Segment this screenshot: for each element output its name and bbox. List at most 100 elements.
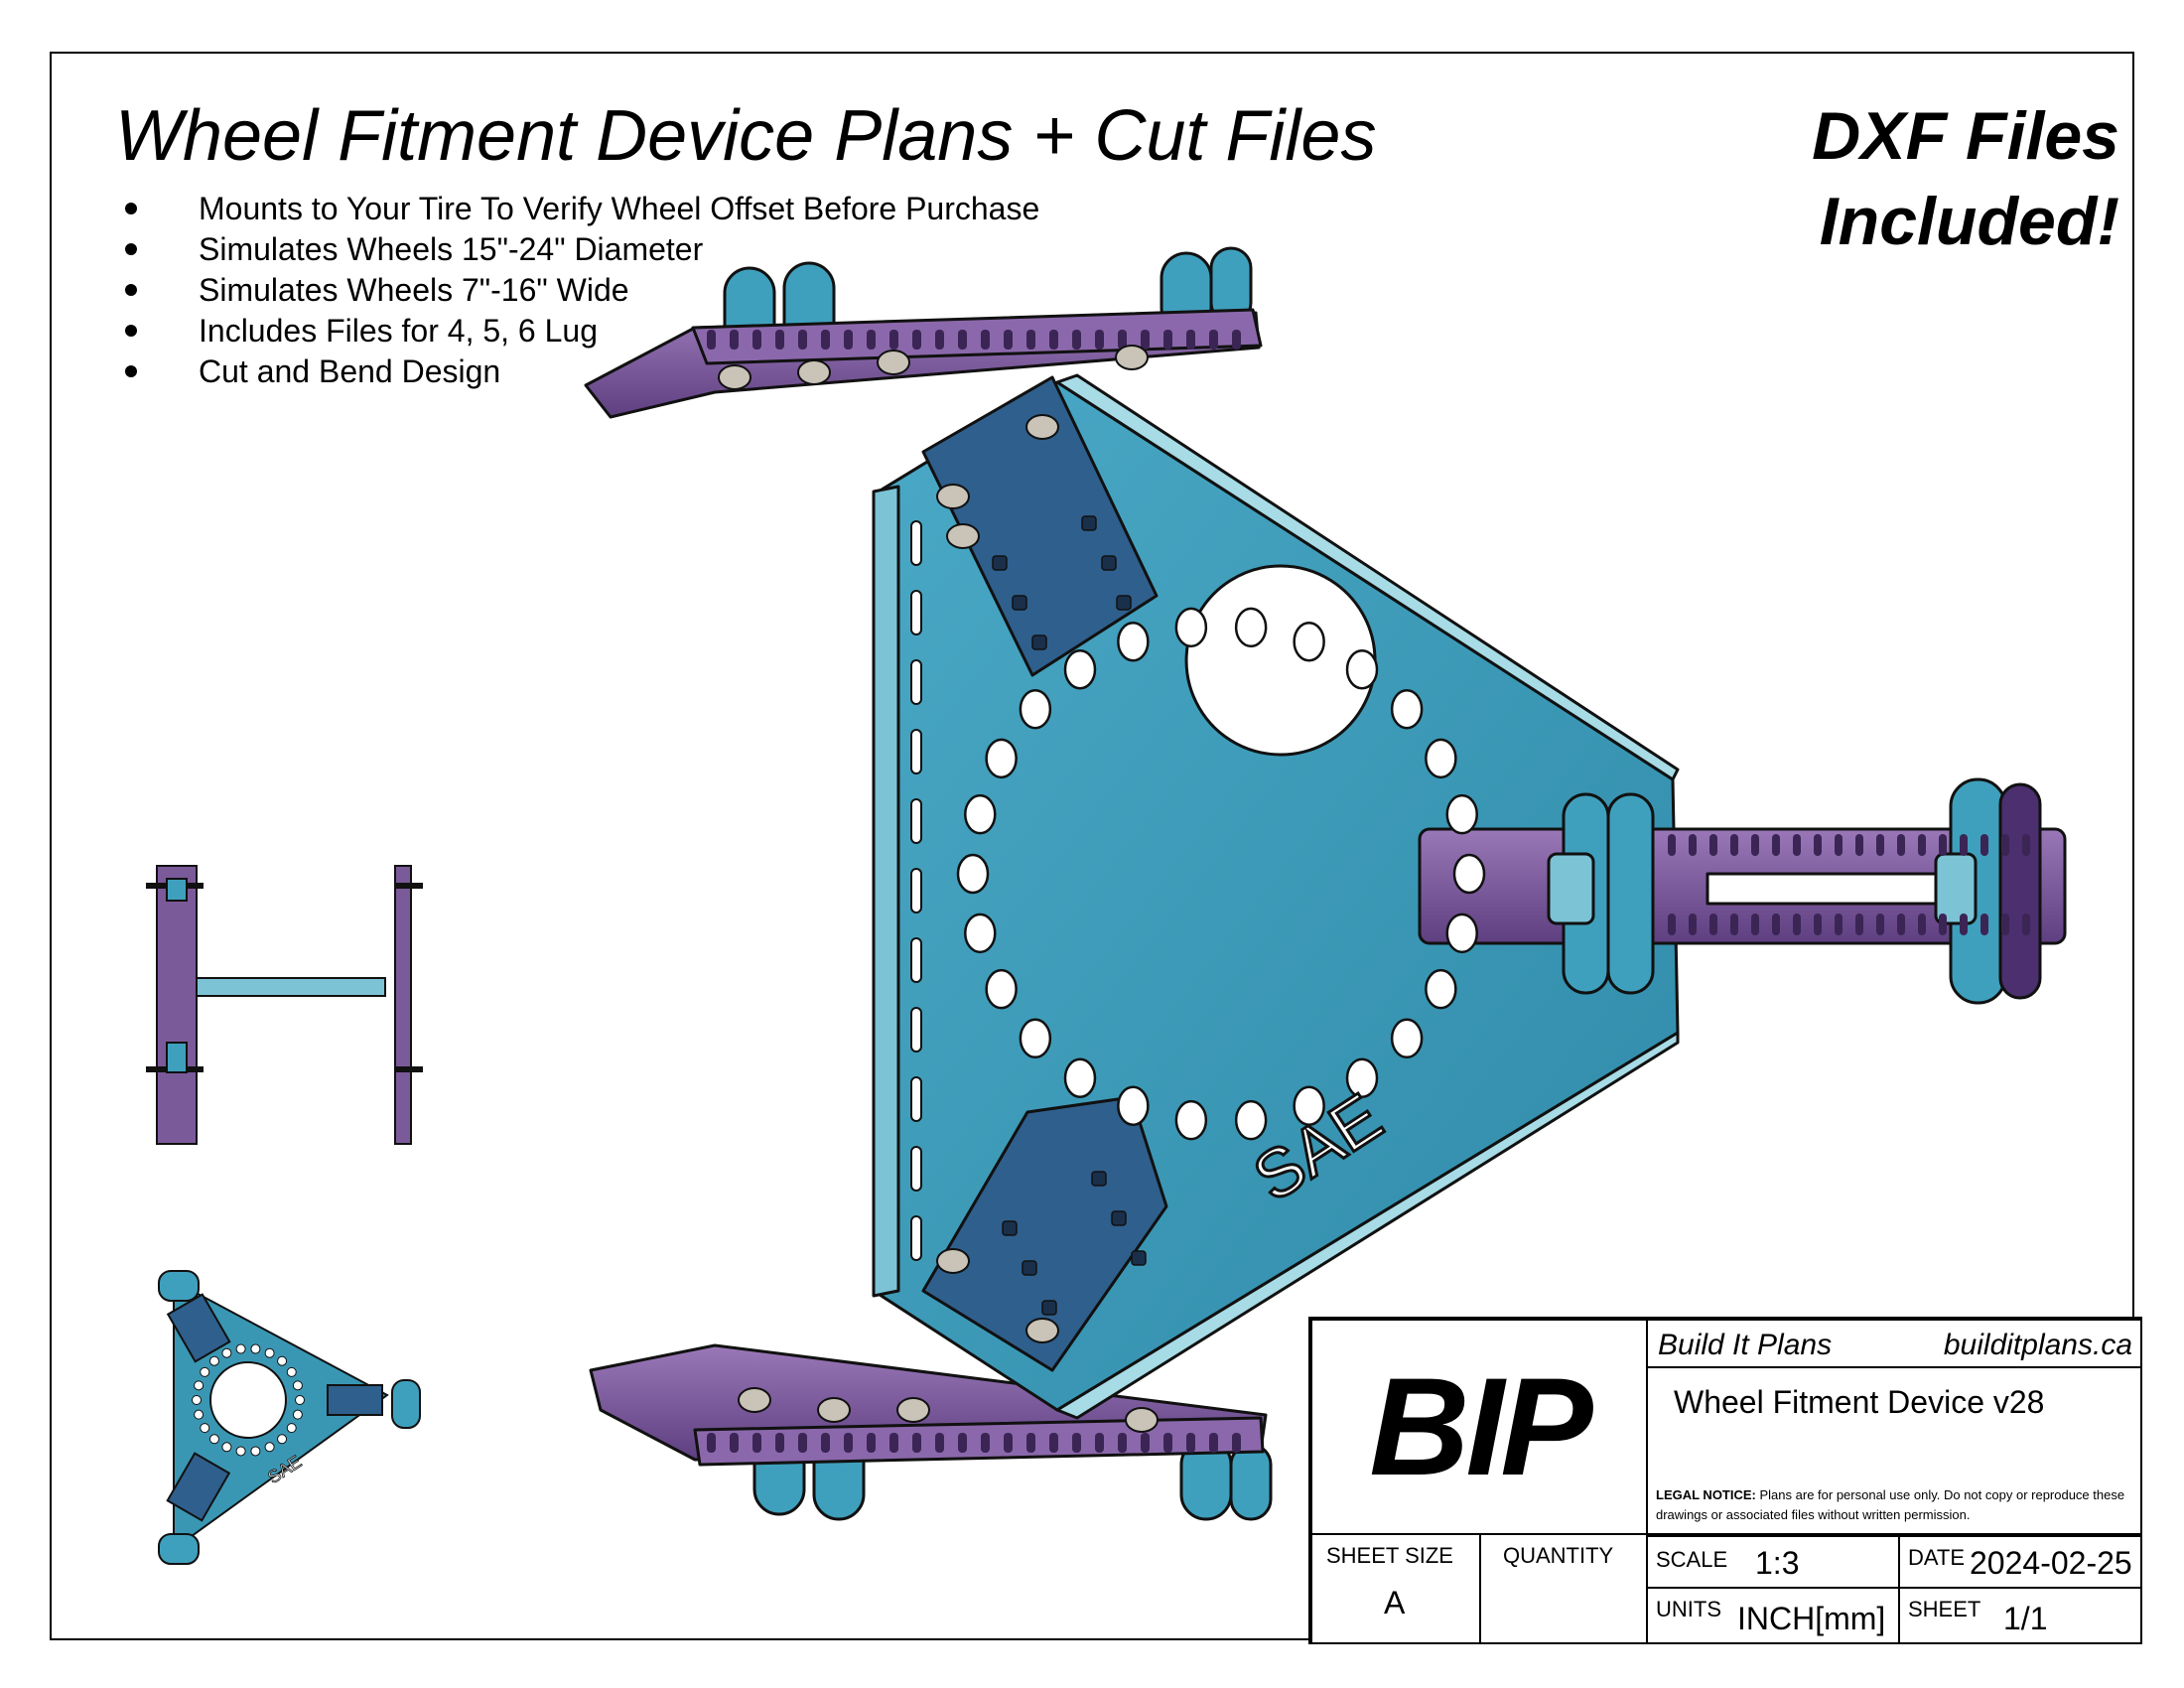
arm-tooth: [1855, 914, 1863, 935]
bracket-slot: [1091, 1171, 1107, 1187]
arm-tooth: [1026, 330, 1035, 350]
arm-tooth: [775, 1433, 784, 1453]
bolt-hole: [292, 1409, 303, 1420]
bolt-hole: [1063, 649, 1097, 690]
arm-tooth: [935, 1433, 944, 1453]
bolt-hole: [250, 1343, 261, 1354]
company-cell: Build It Plans builditplans.ca: [1646, 1319, 2142, 1368]
arm-tooth: [1668, 834, 1676, 856]
arm-tooth: [1960, 914, 1968, 935]
units-cell: UNITS INCH[mm]: [1646, 1587, 1900, 1644]
bolt-hole: [1234, 607, 1268, 648]
bolt-hole: [1174, 607, 1208, 648]
arm-tooth: [1072, 1433, 1081, 1453]
arm-tooth: [707, 330, 716, 350]
arm-tooth: [867, 330, 876, 350]
arm-teeth: [707, 330, 2030, 1453]
feature-item: Includes Files for 4, 5, 6 Lug: [115, 311, 1039, 352]
arm-tooth: [1939, 834, 1947, 856]
arm-tooth: [981, 1433, 990, 1453]
dxf-callout-line1: DXF Files: [1812, 98, 2119, 174]
arm-tooth: [1960, 834, 1968, 856]
arm-tooth: [752, 330, 761, 350]
arm-tooth: [1049, 330, 1058, 350]
drawing-title-cell: Wheel Fitment Device v28 LEGAL NOTICE: P…: [1646, 1366, 2142, 1537]
wing-nut-icon: [738, 1387, 771, 1413]
bolt-hole: [1452, 853, 1486, 895]
arm-tooth: [730, 1433, 739, 1453]
wing-nut-icon: [936, 484, 970, 509]
bolt-hole: [985, 968, 1018, 1010]
top-view: [158, 1270, 421, 1565]
bracket-slots: [992, 515, 1147, 1316]
date-cell: DATE 2024-02-25: [1898, 1533, 2142, 1589]
arm-tooth: [1186, 1433, 1195, 1453]
flange-slot: [910, 798, 922, 844]
bolt-hole: [956, 853, 990, 895]
arm-tooth: [1876, 914, 1884, 935]
arm-tooth: [1118, 330, 1127, 350]
bolt-hole: [1234, 1099, 1268, 1141]
wing-nut-icon: [896, 1397, 930, 1423]
arm-tooth: [958, 1433, 967, 1453]
flange-slot: [910, 659, 922, 705]
arm-tooth: [1141, 1433, 1150, 1453]
arm-tooth: [844, 1433, 853, 1453]
feature-item: Cut and Bend Design: [115, 352, 1039, 392]
bolt-hole: [1117, 621, 1150, 662]
bolt-hole: [1445, 793, 1478, 835]
feature-list: Mounts to Your Tire To Verify Wheel Offs…: [115, 189, 1039, 392]
arm-tooth: [775, 330, 784, 350]
wing-nut-icon: [797, 359, 831, 385]
feature-item: Mounts to Your Tire To Verify Wheel Offs…: [115, 189, 1039, 229]
bullet-icon: [125, 242, 137, 255]
company-name: Build It Plans: [1658, 1329, 1833, 1361]
legal-notice: LEGAL NOTICE: Plans are for personal use…: [1656, 1487, 2125, 1522]
bracket-slot: [1012, 595, 1027, 611]
bolt-hole: [1019, 688, 1052, 730]
flange-slots: [910, 520, 922, 1261]
feature-item: Simulates Wheels 15"-24" Diameter: [115, 229, 1039, 270]
arm-tooth: [935, 330, 944, 350]
bolt-hole: [208, 1355, 219, 1366]
bracket-slot: [1111, 1210, 1127, 1226]
flange-slot: [910, 1215, 922, 1261]
bolt-hole: [264, 1442, 275, 1453]
bracket-slot: [1081, 515, 1097, 531]
arm-tooth: [730, 330, 739, 350]
arm-tooth: [1209, 1433, 1218, 1453]
arm-tooth: [1772, 914, 1780, 935]
plate-edge: [1055, 373, 1680, 781]
arm-tooth: [1876, 834, 1884, 856]
quantity-cell: QUANTITY: [1479, 1533, 1648, 1644]
bolt-hole: [250, 1446, 261, 1457]
flange-slot: [910, 1007, 922, 1053]
title-block: BIP Build It Plans builditplans.ca Wheel…: [1308, 1317, 2142, 1644]
sheet-size-cell: SHEET SIZE A: [1310, 1533, 1481, 1644]
company-website: builditplans.ca: [1943, 1329, 2132, 1361]
feature-item: Simulates Wheels 7"-16" Wide: [115, 270, 1039, 311]
arm-tooth: [2001, 834, 2009, 856]
arm-tooth: [912, 1433, 921, 1453]
arm-tooth: [2001, 914, 2009, 935]
drawing-border: [50, 52, 2134, 1640]
page-title: Wheel Fitment Device Plans + Cut Files: [115, 96, 1377, 176]
bracket-slot: [1031, 634, 1047, 650]
bolt-hole: [194, 1409, 205, 1420]
arm-tooth: [2022, 914, 2030, 935]
arm-tooth: [1049, 1433, 1058, 1453]
arm-tooth: [844, 330, 853, 350]
hub-holes: [1184, 564, 1377, 757]
wing-nuts: [718, 345, 1159, 1433]
flange-slot: [910, 1076, 922, 1122]
dxf-callout: DXF Files Included!: [1722, 93, 2119, 264]
bolt-hole: [295, 1395, 305, 1405]
flange-slot: [910, 868, 922, 914]
bolt-hole: [1117, 1085, 1150, 1127]
wing-nut-icon: [1025, 1318, 1059, 1343]
arm-tooth: [1918, 914, 1926, 935]
bolt-circle: [956, 607, 1486, 1141]
arm-tooth: [821, 330, 830, 350]
bolt-hole: [286, 1366, 297, 1377]
